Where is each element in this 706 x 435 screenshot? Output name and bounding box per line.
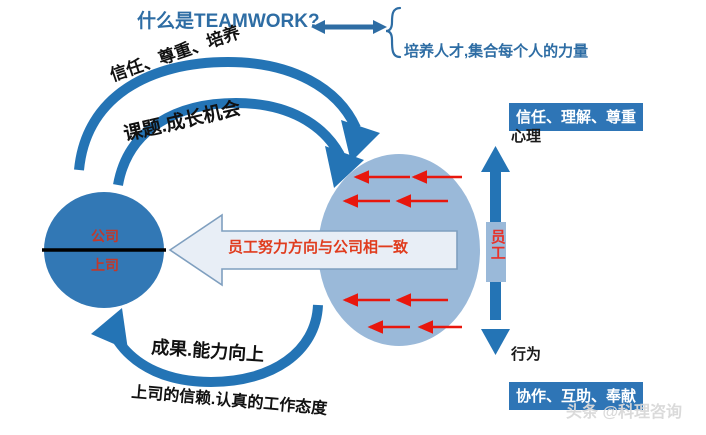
page-title: 什么是TEAMWORK? xyxy=(137,11,320,32)
tag-psychology-values: 信任、理解、尊重 xyxy=(509,103,644,131)
employee-red-arrows-lower xyxy=(342,293,462,334)
watermark-label: 头条 @科理咨询 xyxy=(566,404,683,421)
alignment-banner-label: 员工努力方向与公司相一致 xyxy=(228,239,409,256)
brace-note-label: 培养人才,集合每个人的力量 xyxy=(404,43,589,60)
employee-red-arrows-upper xyxy=(342,170,462,208)
arc-arrow-trust-respect xyxy=(74,56,380,171)
arc-arrow-results-ability xyxy=(91,304,323,388)
employee-axis-label: 员工 xyxy=(488,229,506,261)
tag-behavior-values: 协作、互助、奉献 xyxy=(509,382,644,410)
alignment-banner-arrow xyxy=(168,213,458,287)
employee-axis-double-arrow-icon xyxy=(481,146,510,355)
axis-endpoint-label-behavior: 行为 xyxy=(511,346,542,363)
company-circle-label-boss: 上司 xyxy=(91,257,119,273)
axis-endpoint-label-psychology: 心理 xyxy=(511,128,542,145)
company-circle-label-company: 公司 xyxy=(91,228,119,244)
arc-arrow-topic-growth xyxy=(113,97,364,188)
title-double-arrow-icon xyxy=(311,20,387,34)
curly-brace-icon xyxy=(385,6,402,59)
